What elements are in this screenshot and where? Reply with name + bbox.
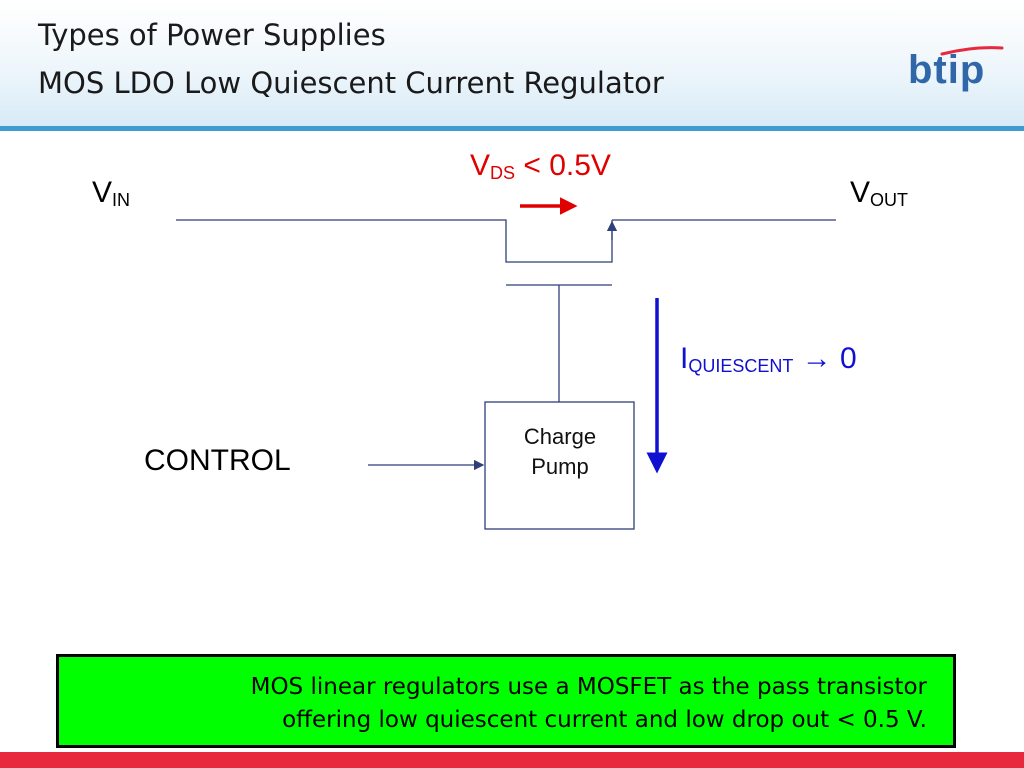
vout-label-main: V <box>850 176 871 209</box>
iq-label-main: I <box>680 342 689 375</box>
summary-note-box: MOS linear regulators use a MOSFET as th… <box>56 654 956 748</box>
vin-wire <box>176 219 613 263</box>
vin-label-main: V <box>92 176 113 209</box>
vout-label: VOUT <box>850 176 908 211</box>
logo-text: btip <box>908 48 986 92</box>
vin-label-sub: IN <box>112 190 131 210</box>
slide-title-line2: MOS LDO Low Quiescent Current Regulator <box>38 66 664 100</box>
bottom-accent-bar <box>0 752 1024 768</box>
slide-header <box>0 0 1024 127</box>
summary-note-line1: MOS linear regulators use a MOSFET as th… <box>250 674 927 700</box>
iq-label-sub: QUIESCENT <box>688 356 794 376</box>
charge-pump-box <box>484 401 635 530</box>
slide-title-line1: Types of Power Supplies <box>38 18 386 52</box>
vin-label: VIN <box>92 176 130 211</box>
vds-label-sub: DS <box>490 163 516 183</box>
summary-note-text: MOS linear regulators use a MOSFET as th… <box>67 671 927 737</box>
control-label: CONTROL <box>144 444 291 477</box>
charge-pump-label-line2: Pump <box>531 454 589 479</box>
vds-label-rest: < 0.5V <box>515 149 611 182</box>
charge-pump-label-line1: Charge <box>523 424 597 449</box>
quiescent-current-label: IQUIESCENT → 0 <box>680 342 857 377</box>
vds-label: VDS < 0.5V <box>470 149 611 184</box>
header-rule <box>0 126 1024 131</box>
vds-label-main: V <box>470 149 491 182</box>
vout-label-sub: OUT <box>870 190 909 210</box>
charge-pump-label: Charge Pump <box>485 422 635 482</box>
summary-note-line2: offering low quiescent current and low d… <box>282 707 927 733</box>
iq-label-rest: → 0 <box>793 342 857 375</box>
btip-logo: btip <box>904 44 1008 108</box>
logo-swoosh-icon <box>940 46 1004 56</box>
